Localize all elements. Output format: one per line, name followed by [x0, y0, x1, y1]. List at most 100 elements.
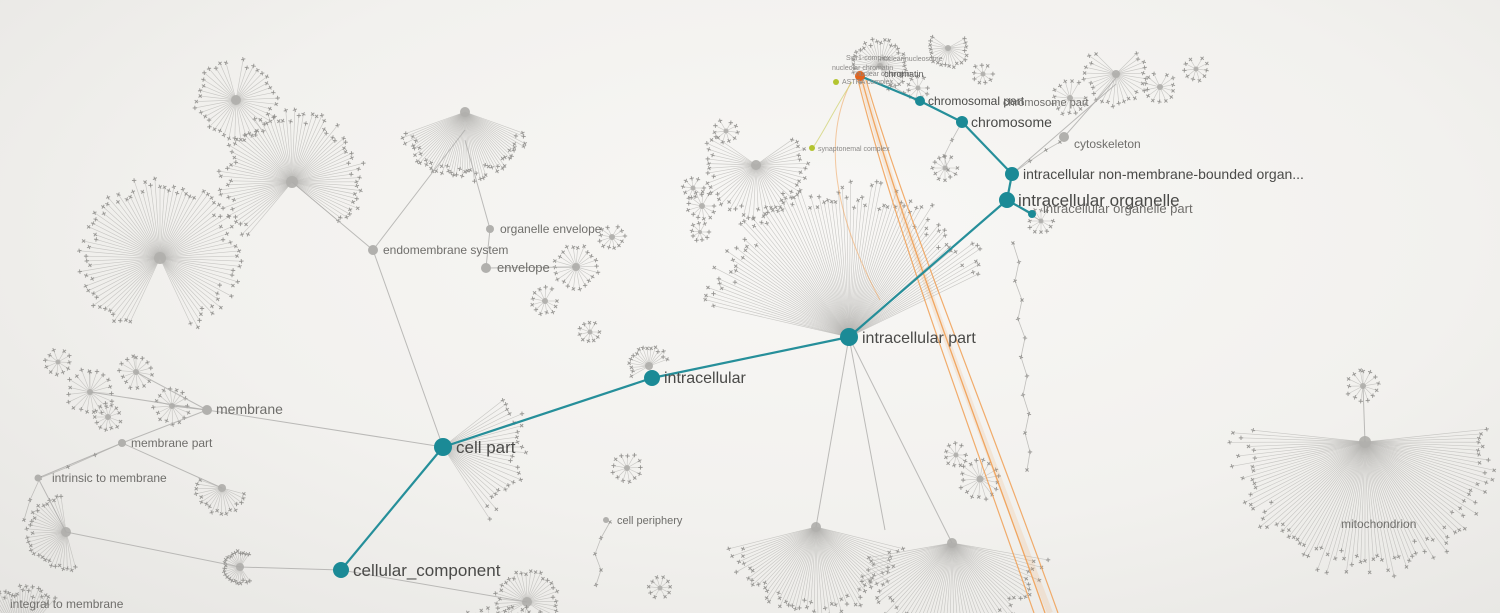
leaf-node-marker: [943, 178, 947, 183]
term-node-chromosomal_part[interactable]: [915, 96, 925, 106]
leaf-node-marker: [944, 242, 949, 247]
cluster-spoke: [815, 526, 826, 609]
leaf-node-marker: [770, 208, 775, 212]
leaf-node-marker: [1250, 464, 1255, 469]
term-node-green[interactable]: [809, 145, 815, 151]
cluster-hub-node[interactable]: [587, 329, 593, 335]
term-node-non_membrane_organelle[interactable]: [1005, 167, 1019, 181]
leaf-node-marker: [1404, 564, 1409, 569]
term-label-intracellular_part[interactable]: intracellular part: [862, 330, 976, 347]
term-node[interactable]: [486, 225, 494, 233]
cluster-spoke: [244, 134, 293, 183]
term-node[interactable]: [368, 245, 378, 255]
leaf-node-marker: [1451, 510, 1453, 515]
term-label[interactable]: cell periphery: [617, 515, 683, 527]
cluster-spoke: [223, 99, 237, 136]
cluster-hub-node[interactable]: [723, 128, 729, 134]
term-label[interactable]: membrane part: [131, 436, 213, 450]
term-label[interactable]: intrinsic to membrane: [52, 471, 167, 485]
term-label[interactable]: mitochondrion: [1341, 517, 1416, 531]
term-label-intracellular_organelle[interactable]: intracellular organelle: [1018, 191, 1180, 210]
leaf-node-marker: [763, 580, 767, 586]
chain-edge: [1020, 356, 1028, 377]
term-node-chromosome[interactable]: [956, 116, 968, 128]
leaf-node-marker: [947, 245, 951, 250]
cluster-hub-node[interactable]: [645, 362, 653, 370]
term-node-green[interactable]: [833, 79, 839, 85]
tiny-term-label[interactable]: nucleolar chromatin: [832, 65, 893, 72]
term-node-chromatin_hub[interactable]: [855, 71, 865, 81]
leaf-node-marker: [264, 75, 270, 78]
term-label-chromosomal_part[interactable]: chromosomal part: [928, 94, 1025, 108]
cluster-spoke: [118, 194, 161, 259]
term-node[interactable]: [481, 263, 491, 273]
cluster-hub-node[interactable]: [953, 452, 959, 458]
term-label[interactable]: organelle envelope: [500, 222, 602, 236]
term-label[interactable]: intracellular organelle part: [1043, 201, 1193, 216]
tiny-term-label[interactable]: ASTRA complex: [842, 79, 893, 86]
cluster-hub-node[interactable]: [942, 165, 948, 171]
cluster-hub-node[interactable]: [751, 160, 761, 170]
term-node-cell_part[interactable]: [434, 438, 452, 456]
cluster-hub-node[interactable]: [698, 230, 702, 234]
term-label-chromosome[interactable]: chromosome: [971, 114, 1052, 130]
tiny-term-label[interactable]: nuclear chromatin: [856, 71, 912, 78]
tiny-term-label[interactable]: Swr1-complex: [846, 55, 891, 62]
term-node-intracellular[interactable]: [644, 370, 660, 386]
term-label[interactable]: membrane: [216, 401, 283, 417]
cluster-spoke: [441, 111, 466, 174]
cluster-hub-node[interactable]: [690, 185, 696, 191]
cluster-hub-node[interactable]: [154, 252, 166, 264]
term-label-non_membrane_organelle[interactable]: intracellular non-membrane-bounded organ…: [1023, 166, 1304, 182]
node-cluster: [43, 347, 72, 377]
cluster-hub-node[interactable]: [542, 298, 548, 304]
leaf-node-marker: [129, 194, 132, 200]
cluster-hub-node[interactable]: [1112, 70, 1120, 78]
cluster-hub-node[interactable]: [105, 414, 111, 420]
term-node-cellular_component[interactable]: [333, 562, 349, 578]
term-label[interactable]: chromosome part: [1003, 97, 1089, 109]
term-label[interactable]: envelope: [497, 260, 550, 275]
cluster-hub-node[interactable]: [1193, 66, 1199, 72]
cluster-spoke: [1364, 441, 1466, 529]
term-label[interactable]: endomembrane system: [383, 243, 508, 257]
cluster-hub-node[interactable]: [55, 359, 61, 365]
term-node[interactable]: [1059, 132, 1069, 142]
term-label-cell_part[interactable]: cell part: [456, 438, 516, 457]
cluster-hub-node[interactable]: [877, 63, 883, 69]
term-node-organelle_part_node[interactable]: [1028, 210, 1036, 218]
cluster-hub-node[interactable]: [699, 203, 705, 209]
cluster-hub-node[interactable]: [609, 234, 615, 240]
cluster-hub-node[interactable]: [945, 45, 951, 51]
leaf-node-marker: [236, 279, 239, 285]
tiny-term-label[interactable]: nuclear nucleosome: [880, 56, 943, 63]
leaf-node-marker: [804, 606, 810, 609]
cluster-hub-node[interactable]: [1067, 95, 1073, 101]
cluster-spoke: [245, 181, 293, 225]
cluster-hub-node[interactable]: [460, 107, 470, 117]
leaf-node-marker: [242, 138, 247, 142]
cluster-hub-node[interactable]: [1157, 84, 1163, 90]
term-node[interactable]: [34, 474, 42, 482]
term-node[interactable]: [118, 439, 126, 447]
term-node[interactable]: [202, 405, 212, 415]
cluster-hub-node[interactable]: [624, 465, 630, 471]
cluster-hub-node[interactable]: [915, 85, 921, 91]
leaf-node-marker: [793, 607, 798, 611]
tiny-term-label[interactable]: synaptonemal complex: [818, 146, 890, 153]
term-label[interactable]: integral to membrane: [10, 597, 124, 611]
leaf-node-marker: [1082, 76, 1085, 82]
cluster-hub-node[interactable]: [231, 95, 241, 105]
term-node-intracellular_part[interactable]: [840, 328, 858, 346]
cluster-hub-node[interactable]: [980, 71, 986, 77]
term-node-intracellular_organelle[interactable]: [999, 192, 1015, 208]
term-label-intracellular[interactable]: intracellular: [664, 370, 746, 387]
tiny-term-label[interactable]: chromatin: [884, 69, 924, 79]
term-label[interactable]: cytoskeleton: [1074, 137, 1141, 151]
term-node[interactable]: [603, 517, 609, 523]
cluster-hub-node[interactable]: [976, 475, 984, 483]
term-label-cellular_component[interactable]: cellular_component: [353, 561, 501, 580]
cluster-spoke: [854, 55, 881, 67]
cluster-hub-node[interactable]: [657, 585, 663, 591]
